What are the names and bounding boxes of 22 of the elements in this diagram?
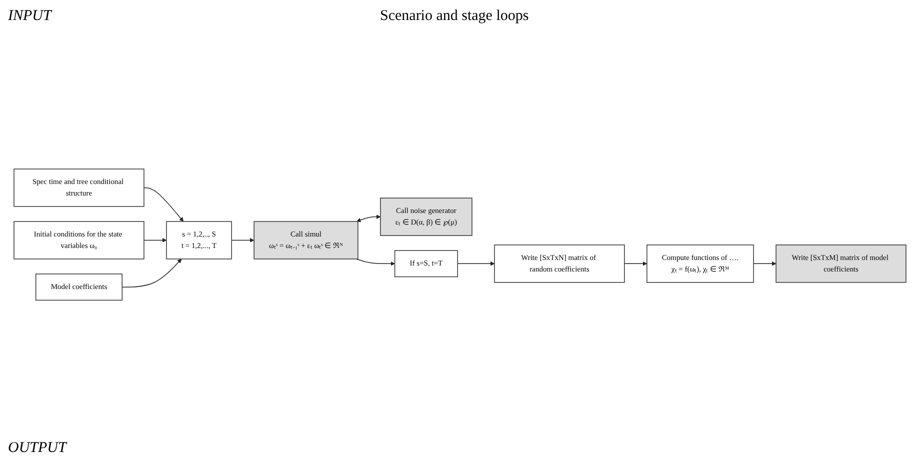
arrow	[122, 259, 182, 288]
node-box	[380, 198, 472, 236]
arrow	[231, 238, 254, 243]
node-box	[35, 274, 122, 301]
arrow	[144, 238, 167, 243]
arrow	[457, 262, 495, 266]
node-box	[776, 244, 906, 284]
arrow	[356, 258, 395, 266]
node-box	[166, 222, 232, 260]
node-box	[394, 250, 458, 278]
diagram-heading: Scenario and stage loops	[380, 8, 529, 25]
section-heading: OUTPUT	[8, 440, 66, 457]
arrow	[144, 188, 184, 222]
arrow	[753, 262, 776, 266]
node-box	[254, 222, 358, 260]
node-box	[494, 244, 625, 284]
section-heading: INPUT	[8, 8, 52, 25]
node-box	[646, 244, 754, 284]
node-box	[14, 222, 144, 260]
node-box	[14, 169, 144, 208]
arrow	[624, 262, 648, 266]
arrow	[356, 214, 381, 222]
